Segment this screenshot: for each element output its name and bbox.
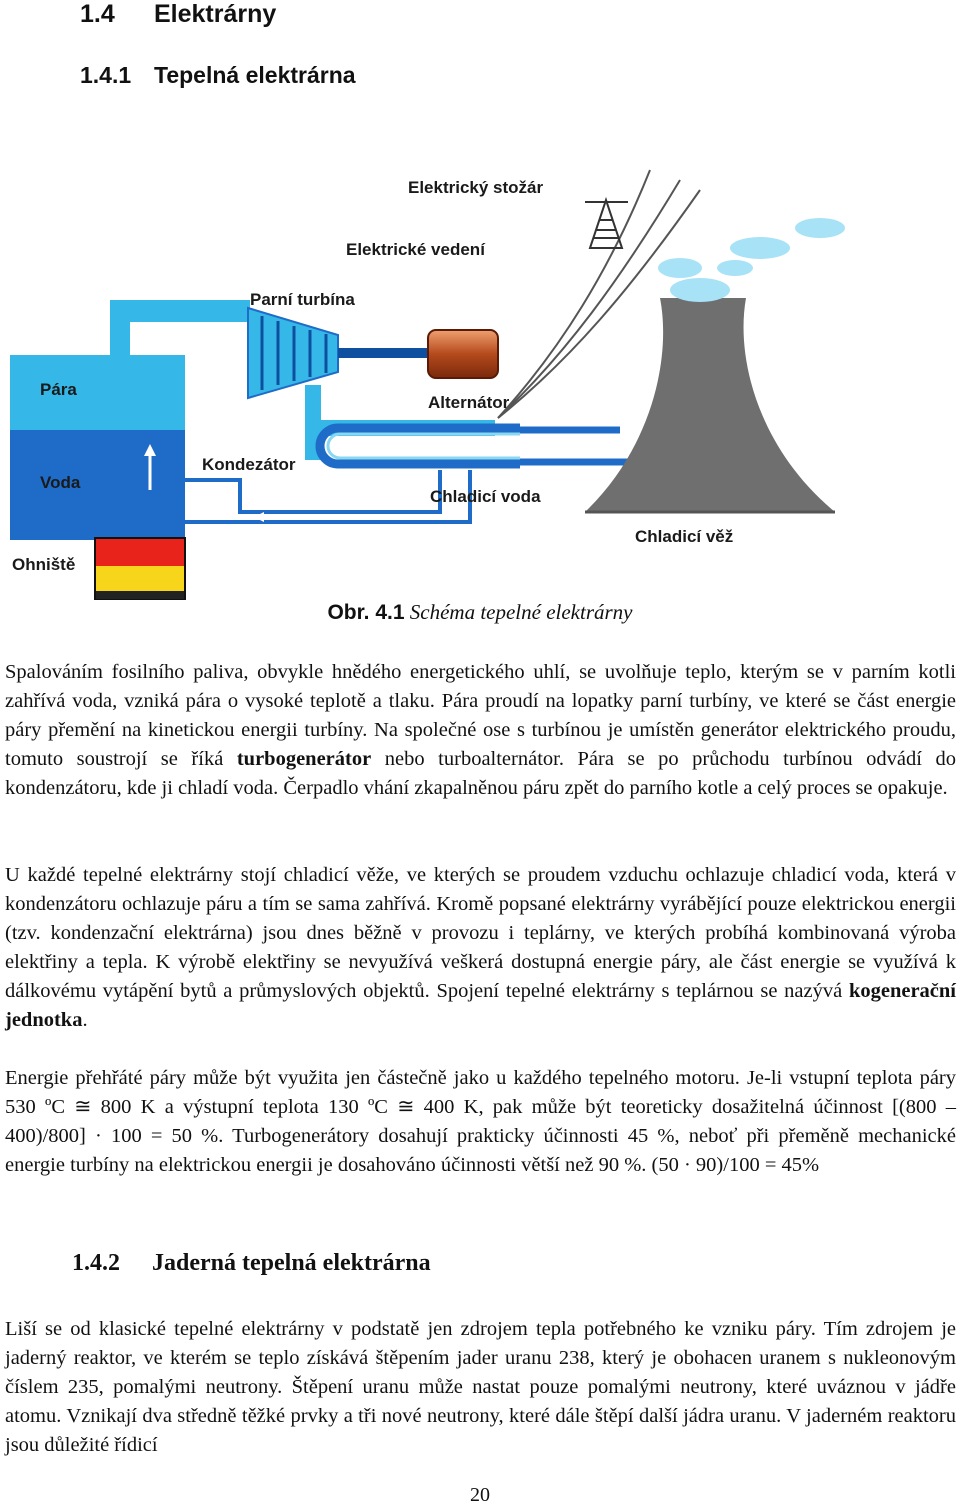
term-turbogenerator: turbogenerátor — [236, 748, 372, 770]
paragraph-4: Liší se od klasické tepelné elektrárny v… — [5, 1318, 956, 1456]
section-number: 1.4.1 — [80, 62, 132, 88]
fire-base — [95, 591, 185, 600]
fire-red — [95, 538, 185, 566]
section-heading-1-4: 1.4 Elektrárny — [80, 0, 276, 29]
label-steam: Pára — [40, 380, 77, 399]
section-title: Elektrárny — [154, 0, 277, 28]
cooling-tower — [585, 298, 835, 512]
paragraph-2: U každé tepelné elektrárny stojí chladic… — [5, 864, 956, 1031]
label-condenser: Kondezátor — [202, 455, 296, 474]
steam-clouds — [658, 218, 845, 302]
label-cooling-water: Chladicí voda — [430, 487, 541, 506]
label-furnace: Ohniště — [12, 555, 75, 574]
steam-area — [10, 355, 185, 430]
paragraph-3: Energie přehřáté páry může být využita j… — [5, 1067, 956, 1176]
water-area — [10, 430, 185, 540]
cooling-water-loop — [315, 423, 520, 469]
section-title: Jaderná tepelná elektrárna — [152, 1250, 431, 1276]
alternator-icon — [427, 329, 499, 379]
label-water: Voda — [40, 473, 81, 492]
section-heading-1-4-1: 1.4.1 Tepelná elektrárna — [80, 62, 356, 89]
section-number: 1.4.2 — [72, 1250, 120, 1276]
label-tower: Elektrický stožár — [408, 178, 544, 197]
label-alternator: Alternátor — [428, 393, 510, 412]
power-tower — [585, 196, 628, 249]
power-lines — [497, 169, 701, 419]
page-number: 20 — [470, 1484, 490, 1506]
term-kogeneracni-jednotka: kogenerační jednotka — [5, 980, 956, 1031]
label-turbine: Parní turbína — [250, 290, 355, 309]
figure-title: Schéma tepelné elektrárny — [409, 600, 633, 624]
paragraph-1: Spalováním fosilního paliva, obvykle hně… — [5, 661, 957, 799]
section-title: Tepelná elektrárna — [154, 62, 356, 88]
label-line: Elektrické vedení — [346, 240, 486, 259]
section-number: 1.4 — [80, 0, 115, 28]
power-plant-diagram: Elektrický stožár Elektrické vedení Parn… — [10, 169, 845, 600]
section-heading-1-4-2: 1.4.2 Jaderná tepelná elektrárna — [72, 1250, 431, 1277]
efficiency-formula: (50 · 90)/100 = 45% — [651, 1154, 820, 1176]
label-cooling-tower: Chladicí věž — [635, 527, 733, 546]
figure-number: Obr. 4.1 — [327, 601, 405, 624]
figure-caption: Obr. 4.1 Schéma tepelné elektrárny — [0, 600, 960, 625]
fire-yellow — [95, 566, 185, 591]
